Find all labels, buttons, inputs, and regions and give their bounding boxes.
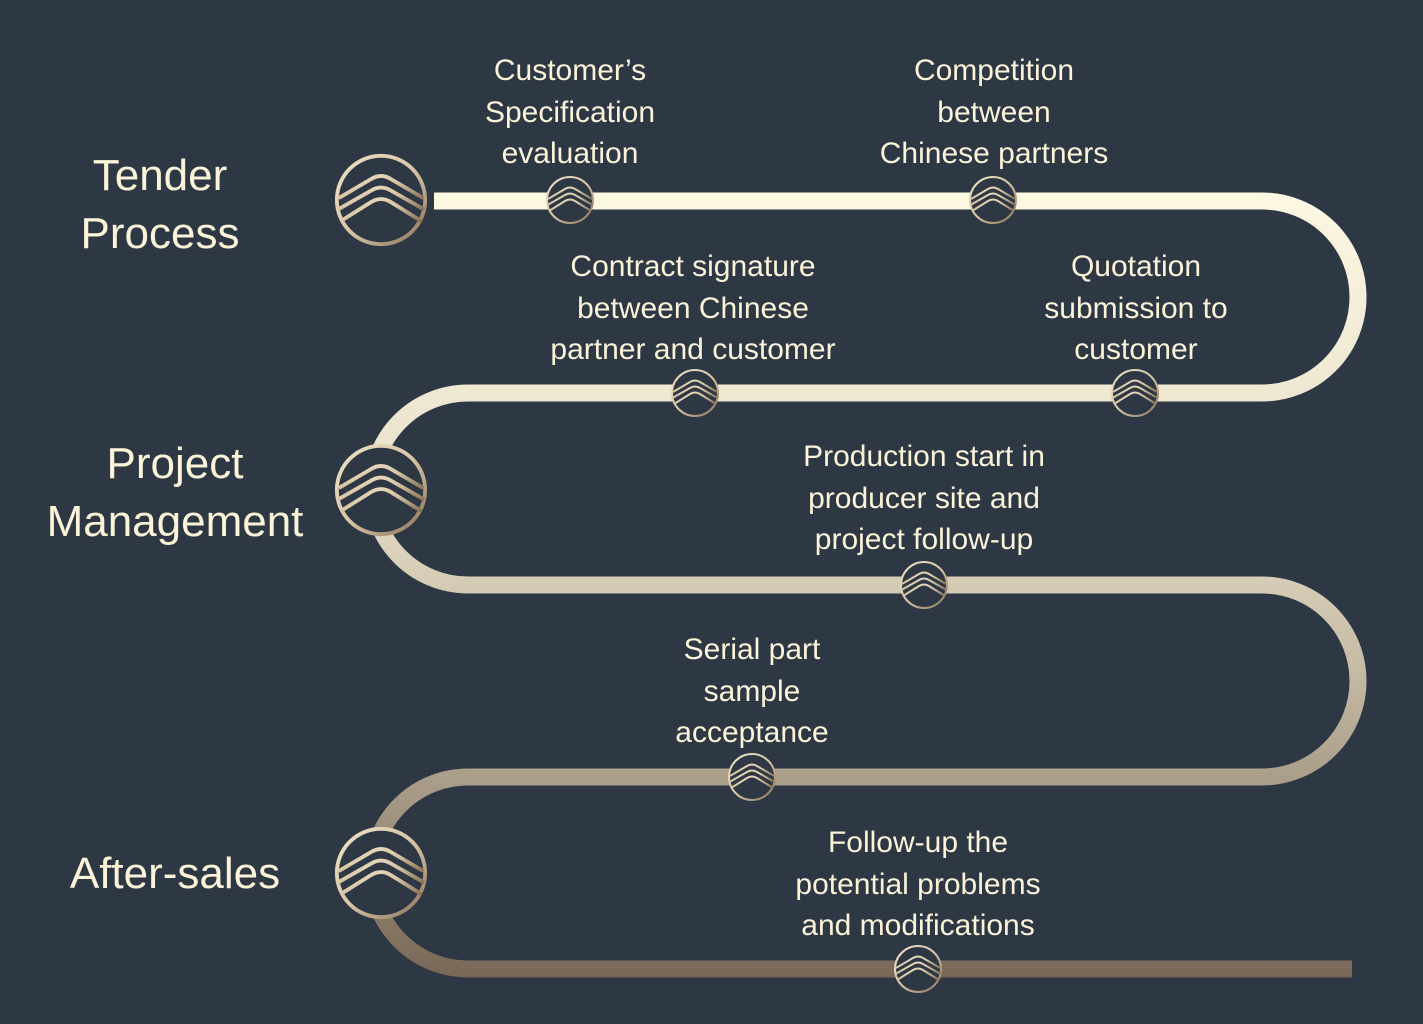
step-node-1-mountain-waves-icon bbox=[546, 176, 594, 224]
step-label-line: sample bbox=[703, 674, 801, 708]
phase-label-line: Project bbox=[106, 439, 244, 488]
mountain-waves-icon bbox=[334, 153, 428, 247]
step-label-line: Quotation bbox=[1070, 250, 1202, 283]
step-label-line: Production start in bbox=[803, 440, 1045, 473]
step-label-line: customer bbox=[1074, 333, 1198, 366]
phase-label-line: Management bbox=[46, 497, 304, 546]
phase-label-line: Tender bbox=[92, 151, 228, 200]
step-label-line: between bbox=[937, 95, 1051, 129]
phase-label-aftersales: After-sales bbox=[40, 845, 310, 903]
step-label-line: Chinese partners bbox=[879, 137, 1109, 170]
step-label-6: Serial part sample acceptance bbox=[675, 629, 828, 754]
step-label-line: and modifications bbox=[801, 909, 1035, 942]
step-label-line: submission to bbox=[1044, 291, 1228, 325]
phase-label-line: Process bbox=[80, 209, 240, 258]
step-label-line: Customer’s bbox=[493, 54, 647, 87]
step-label-7: Follow-up the potential problems and modif… bbox=[795, 822, 1040, 947]
mountain-waves-icon bbox=[334, 443, 428, 537]
step-label-3: Quotation submission to customer bbox=[1044, 246, 1227, 371]
process-path bbox=[363, 192, 1367, 978]
step-label-line: acceptance bbox=[675, 716, 829, 749]
step-node-4-mountain-waves-icon bbox=[671, 369, 719, 417]
step-label-line: producer site and bbox=[808, 481, 1040, 515]
step-node-6-mountain-waves-icon bbox=[728, 753, 776, 801]
step-label-4: Contract signature between Chinese partner… bbox=[550, 246, 835, 371]
step-label-line: Specification bbox=[484, 95, 656, 129]
step-label-line: Contract signature bbox=[570, 250, 816, 283]
step-label-line: evaluation bbox=[501, 137, 639, 170]
step-label-line: between Chinese bbox=[577, 291, 809, 325]
step-label-line: project follow-up bbox=[814, 523, 1034, 556]
step-label-line: Competition bbox=[913, 54, 1075, 87]
step-node-3-mountain-waves-icon bbox=[1111, 369, 1159, 417]
phase-label-line: After-sales bbox=[69, 849, 281, 898]
step-label-line: Serial part bbox=[683, 633, 821, 666]
step-node-2-mountain-waves-icon bbox=[969, 176, 1017, 224]
step-label-line: potential problems bbox=[795, 867, 1041, 901]
step-label-5: Production start in producer site and proj… bbox=[803, 436, 1045, 561]
step-label-line: Follow-up the bbox=[827, 826, 1009, 859]
step-label-line: partner and customer bbox=[550, 333, 836, 366]
mountain-waves-icon bbox=[334, 826, 428, 920]
step-node-5-mountain-waves-icon bbox=[900, 561, 948, 609]
step-node-7-mountain-waves-icon bbox=[894, 945, 942, 993]
